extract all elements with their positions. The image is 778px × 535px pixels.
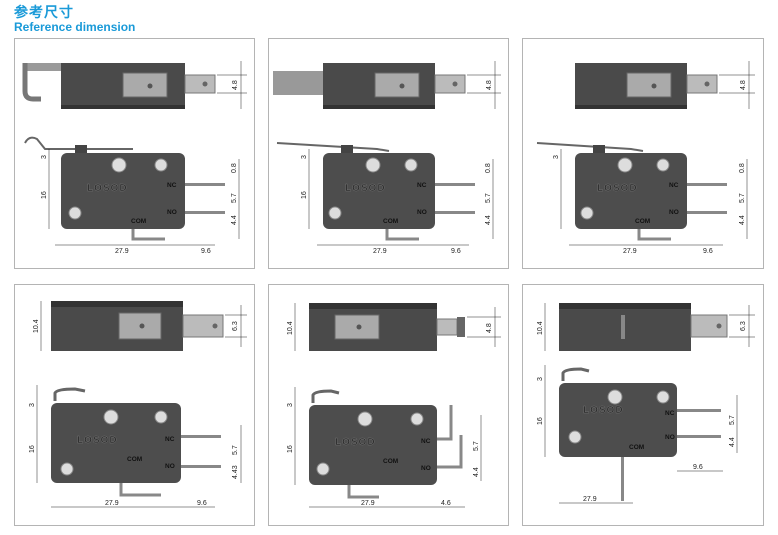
term-gap2-label: 4.4	[231, 215, 238, 225]
drawing-panel-4: 10.4 6.3 LOSOD NC NO COM 27.9 9.6 3 16 5…	[14, 284, 255, 526]
no-label: NO	[417, 209, 427, 216]
term-gap1-label: 5.7	[739, 193, 746, 203]
front-view: LOSOD NC NO COM 27.9 9.6 3 16 5.7 4.4	[537, 365, 738, 504]
top-view: 10.4 6.3	[33, 301, 247, 351]
front-view: LOSOD NC NO COM 27.9 9.6 3 0.8 5.7 4.4	[536, 142, 748, 255]
top-thickness-label: 6.3	[740, 321, 747, 331]
length-label: 27.9	[361, 500, 375, 507]
nc-offset-label: 0.8	[739, 163, 746, 173]
term-gap2-label: 4.4	[739, 215, 746, 225]
term-length-label: 9.6	[451, 248, 461, 255]
brand-label: LOSOD	[335, 437, 376, 448]
brand-label: LOSOD	[77, 435, 118, 446]
brand-label: LOSOD	[597, 183, 638, 194]
nc-offset-label: 0.8	[231, 163, 238, 173]
length-label: 27.9	[373, 248, 387, 255]
com-label: COM	[383, 458, 398, 465]
no-label: NO	[165, 463, 175, 470]
nc-label: NC	[417, 182, 427, 189]
length-label: 27.9	[623, 248, 637, 255]
lever-height-label: 3	[537, 377, 544, 381]
nc-label: NC	[167, 182, 177, 189]
lever-height-label: 3	[287, 403, 294, 407]
com-label: COM	[127, 456, 142, 463]
brand-label: LOSOD	[87, 183, 128, 194]
brand-label: LOSOD	[583, 405, 624, 416]
no-label: NO	[421, 465, 431, 472]
top-height-label: 10.4	[287, 321, 294, 335]
top-view: 4.8 10.4	[287, 303, 501, 351]
term-gap2-label: 4.43	[232, 465, 239, 479]
top-thickness-label: 4.8	[740, 80, 747, 90]
term-gap1-label: 5.7	[473, 441, 480, 451]
top-thickness-label: 4.8	[486, 80, 493, 90]
brand-label: LOSOD	[345, 183, 386, 194]
nc-label: NC	[421, 438, 431, 445]
front-view: LOSOD NC NO COM 27.9 4.6 3 16 5.7 4.4	[287, 387, 482, 508]
no-label: NO	[665, 434, 675, 441]
top-thickness-label: 6.3	[232, 321, 239, 331]
term-gap1-label: 5.7	[729, 415, 736, 425]
nc-label: NC	[165, 436, 175, 443]
com-label: COM	[629, 444, 644, 451]
term-gap2-label: 4.4	[473, 467, 480, 477]
term-gap1-label: 5.7	[232, 445, 239, 455]
lever-height-label: 3	[301, 155, 308, 159]
term-length-label: 9.6	[201, 248, 211, 255]
top-height-label: 10.4	[537, 321, 544, 335]
drawing-panel-6: 6.3 10.4 LOSOD NC NO COM 27.9 9.6 3 16 5…	[522, 284, 764, 526]
term-gap1-label: 5.7	[231, 193, 238, 203]
body-height-label: 16	[287, 445, 294, 453]
top-view: 4.8	[575, 61, 755, 109]
body-height-label: 16	[41, 191, 48, 199]
body-height-label: 16	[537, 417, 544, 425]
length-label: 27.9	[583, 496, 597, 503]
drawing-panel-3: 4.8 LOSOD NC NO COM 27.9 9.6 3 0.8 5.7 4…	[522, 38, 764, 269]
term-length-label: 9.6	[693, 464, 703, 471]
top-thickness-label: 4.8	[486, 323, 493, 333]
top-thickness-label: 4.8	[232, 80, 239, 90]
length-label: 27.9	[115, 248, 129, 255]
drawing-panel-2: 4.8 LOSOD NC NO COM 27.9 9.6 16 3 0.8 5.…	[268, 38, 509, 269]
page-title-en: Reference dimension	[14, 20, 136, 34]
page-title-cn: 参考尺寸	[14, 4, 74, 20]
length-label: 27.9	[105, 500, 119, 507]
term-length-label: 4.6	[441, 500, 451, 507]
body-height-label: 16	[29, 445, 36, 453]
body-height-label: 16	[301, 191, 308, 199]
no-label: NO	[669, 209, 679, 216]
top-height-label: 10.4	[33, 319, 40, 333]
drawing-panel-5: 4.8 10.4 LOSOD NC NO COM 27.9 4.6 3 16 5…	[268, 284, 509, 526]
front-view: LOSOD NC NO COM 27.9 9.6 3 16 5.7 4.43	[29, 385, 242, 508]
top-view: 4.8	[22, 61, 247, 109]
nc-label: NC	[665, 410, 675, 417]
top-view: 4.8	[273, 61, 501, 109]
com-label: COM	[635, 218, 650, 225]
no-label: NO	[167, 209, 177, 216]
front-view: LOSOD NC NO COM 27.9 9.6 16 3 0.8 5.7 4.…	[276, 142, 494, 255]
term-gap2-label: 4.4	[485, 215, 492, 225]
com-label: COM	[131, 218, 146, 225]
drawing-panel-1: 4.8 LOSOD NC NO COM 27.9 9.6 16 3 0.8 5.…	[14, 38, 255, 269]
lever-height-label: 3	[29, 403, 36, 407]
term-length-label: 9.6	[197, 500, 207, 507]
lever-height-label: 3	[553, 155, 560, 159]
nc-label: NC	[669, 182, 679, 189]
com-label: COM	[383, 218, 398, 225]
front-view: LOSOD NC NO COM 27.9 9.6 16 3 0.8 5.7 4.…	[24, 136, 240, 255]
lever-height-label: 3	[41, 155, 48, 159]
term-length-label: 9.6	[703, 248, 713, 255]
nc-offset-label: 0.8	[485, 163, 492, 173]
term-gap2-label: 4.4	[729, 437, 736, 447]
top-view: 6.3 10.4	[537, 303, 755, 351]
term-gap1-label: 5.7	[485, 193, 492, 203]
